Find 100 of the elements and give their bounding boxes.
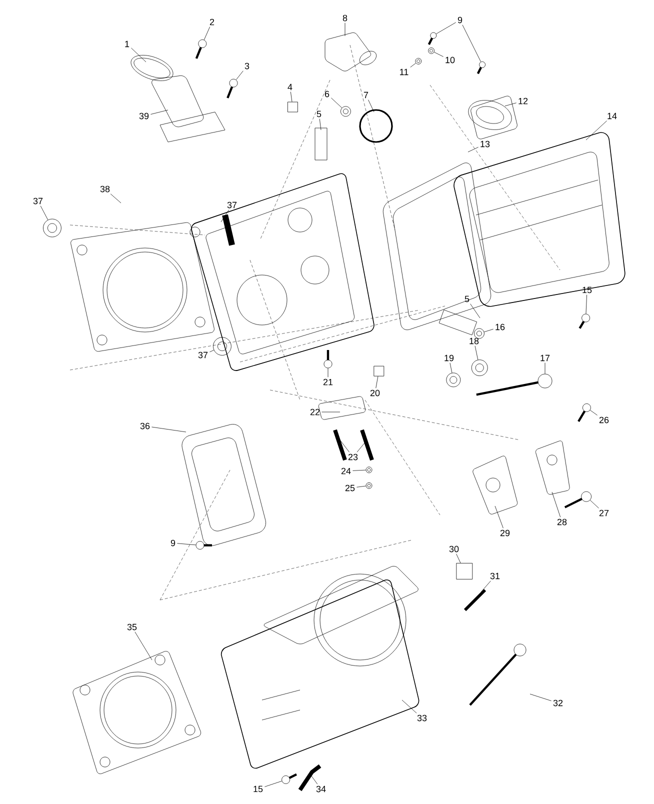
washer-drawing: [415, 58, 422, 64]
callout-number: 11: [400, 68, 408, 76]
leader-line: [450, 362, 452, 374]
leader-line: [590, 410, 598, 416]
dowel-drawing: [288, 102, 298, 112]
bolt-drawing: [324, 350, 332, 368]
bolt-drawing: [476, 374, 552, 396]
leader-line: [204, 26, 210, 40]
callout-number: 35: [127, 624, 137, 630]
callout-number: 16: [496, 324, 505, 330]
callout-number: 27: [599, 510, 609, 516]
bolt-drawing: [282, 773, 297, 784]
callout-number: 6: [324, 90, 330, 98]
leader-line: [110, 194, 122, 204]
washer-drawing: [43, 218, 62, 238]
callout-number: 23: [348, 454, 358, 460]
leader-line: [236, 70, 244, 80]
callout-number: 39: [139, 112, 149, 120]
washer-drawing: [446, 372, 461, 388]
callout-number: 1: [125, 40, 130, 48]
callout-number: 29: [500, 530, 510, 536]
callout-number: 19: [444, 354, 454, 362]
callout-number: 28: [557, 518, 567, 526]
callout-number: 15: [254, 786, 263, 792]
leader-line: [530, 694, 552, 702]
leader-line: [340, 440, 350, 452]
leader-line: [210, 350, 214, 352]
leader-line: [376, 376, 378, 388]
leader-line: [434, 52, 444, 57]
callout-number: 18: [470, 338, 479, 344]
leader-line: [402, 700, 417, 714]
callout-number: 37: [198, 352, 208, 358]
leader-line: [40, 206, 48, 220]
bolt-drawing: [195, 40, 207, 59]
callout-number: 2: [210, 18, 214, 26]
callout-number: 7: [364, 92, 368, 98]
leader-line: [290, 92, 292, 102]
callout-number: 9: [458, 16, 462, 24]
leader-line: [152, 426, 186, 432]
washer-drawing: [366, 466, 372, 474]
leader-line: [484, 328, 494, 332]
leader-line: [590, 500, 599, 508]
washer-drawing: [471, 360, 488, 376]
bolt-drawing: [226, 78, 238, 98]
callout-number: 8: [342, 14, 348, 22]
callout-number: 17: [540, 354, 550, 362]
leader-line: [474, 346, 478, 360]
bolt-drawing: [578, 404, 591, 422]
leader-line: [468, 146, 478, 152]
callout-number: 36: [140, 422, 150, 430]
bolt-drawing: [428, 32, 437, 45]
leader-line: [456, 554, 461, 564]
callout-number: 20: [370, 390, 380, 396]
leader-line: [410, 62, 416, 68]
washer-drawing: [213, 337, 232, 356]
callout-number: 24: [341, 468, 351, 474]
leader-line: [586, 294, 587, 314]
leader-line: [368, 100, 374, 112]
leader-line: [436, 22, 456, 34]
callout-number: 37: [227, 202, 237, 208]
leader-line: [552, 492, 561, 518]
callout-number: 4: [288, 84, 292, 90]
leader-line: [586, 120, 607, 140]
leader-line: [150, 110, 168, 115]
callout-number: 12: [518, 98, 528, 104]
leader-line: [480, 580, 491, 592]
dowel-drawing: [374, 366, 384, 376]
bolt-drawing: [578, 314, 590, 329]
leader-line: [134, 632, 152, 660]
washer-drawing: [340, 106, 351, 117]
callout-number: 14: [608, 112, 617, 120]
leader-line: [319, 118, 322, 130]
leader-line: [310, 774, 318, 784]
callout-number: 5: [316, 110, 322, 118]
callout-number: 9: [170, 540, 176, 546]
callout-number: 26: [599, 416, 609, 424]
callout-number: 25: [345, 484, 355, 492]
bolt-drawing: [196, 541, 212, 550]
callout-number: 30: [449, 546, 459, 552]
leader-line: [264, 780, 282, 787]
bolt-drawing: [476, 62, 486, 74]
leader-line: [220, 210, 230, 222]
callout-number: 3: [244, 62, 250, 70]
leader-line: [470, 304, 480, 318]
bolt-drawing: [564, 491, 592, 508]
leader-line: [544, 362, 546, 374]
dowel-drawing: [456, 563, 473, 580]
leader-line: [494, 506, 504, 528]
callout-number: 21: [323, 378, 333, 386]
leader-line: [131, 48, 146, 62]
leader-line: [344, 22, 346, 36]
callout-number: 31: [490, 572, 500, 580]
callout-number: 32: [553, 700, 563, 706]
leader-line: [177, 543, 196, 546]
callout-number: 34: [316, 786, 326, 792]
callout-number: 10: [446, 56, 455, 64]
washer-drawing: [428, 48, 434, 54]
leader-line: [352, 470, 366, 471]
callout-number: 22: [310, 408, 320, 416]
callout-number: 33: [417, 714, 427, 722]
